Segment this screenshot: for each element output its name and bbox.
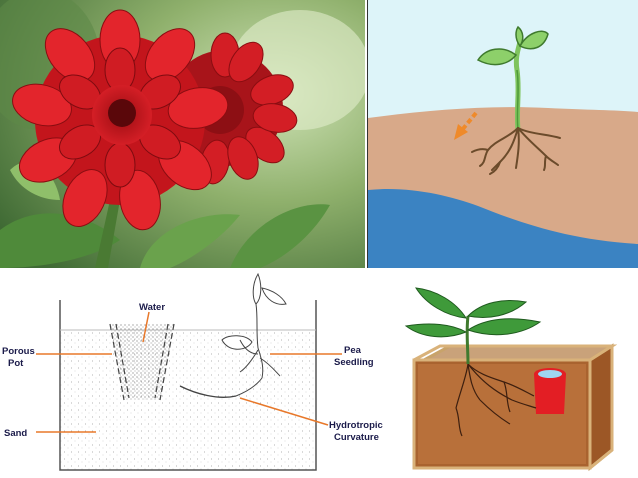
dahlia-illustration — [0, 0, 365, 268]
water-area — [368, 189, 638, 268]
seedling-leaf-right — [518, 30, 549, 50]
hydrotropism-diagram: Water Porous Pot Pea Seedling Sand Hydro… — [2, 272, 383, 471]
seedling-diagram-panel — [367, 0, 638, 268]
glass-box-panel — [400, 268, 638, 478]
box-top — [423, 344, 618, 362]
box-roots — [455, 363, 537, 437]
container-outline — [59, 300, 317, 471]
plant-leaves — [404, 287, 542, 338]
label-pea-line1: Pea — [344, 345, 362, 356]
box-frame — [412, 344, 618, 470]
sand-fill — [60, 330, 316, 470]
label-water: Water — [139, 302, 165, 313]
label-sand: Sand — [4, 428, 27, 439]
dashed-arrow-icon — [454, 111, 478, 140]
label-pea-line2: Seedling — [334, 357, 374, 368]
dahlia-flower-main — [12, 9, 229, 231]
label-curvature-line1: Hydrotropic — [329, 420, 383, 431]
dahlia-photo-panel — [0, 0, 365, 268]
label-curvature-line2: Curvature — [334, 432, 379, 443]
water-cup — [534, 368, 566, 414]
seedling-leaf-left — [476, 48, 518, 66]
leader-lines — [36, 311, 342, 433]
glass-box-illustration — [404, 287, 618, 472]
hydrotropism-diagram-panel: Water Porous Pot Pea Seedling Sand Hydro… — [0, 268, 400, 478]
seedling-roots — [471, 127, 561, 175]
label-porous-line2: Pot — [8, 358, 24, 369]
label-porous-line1: Porous — [2, 346, 35, 357]
seedling-illustration — [368, 0, 638, 268]
pea-seedling — [179, 272, 287, 398]
